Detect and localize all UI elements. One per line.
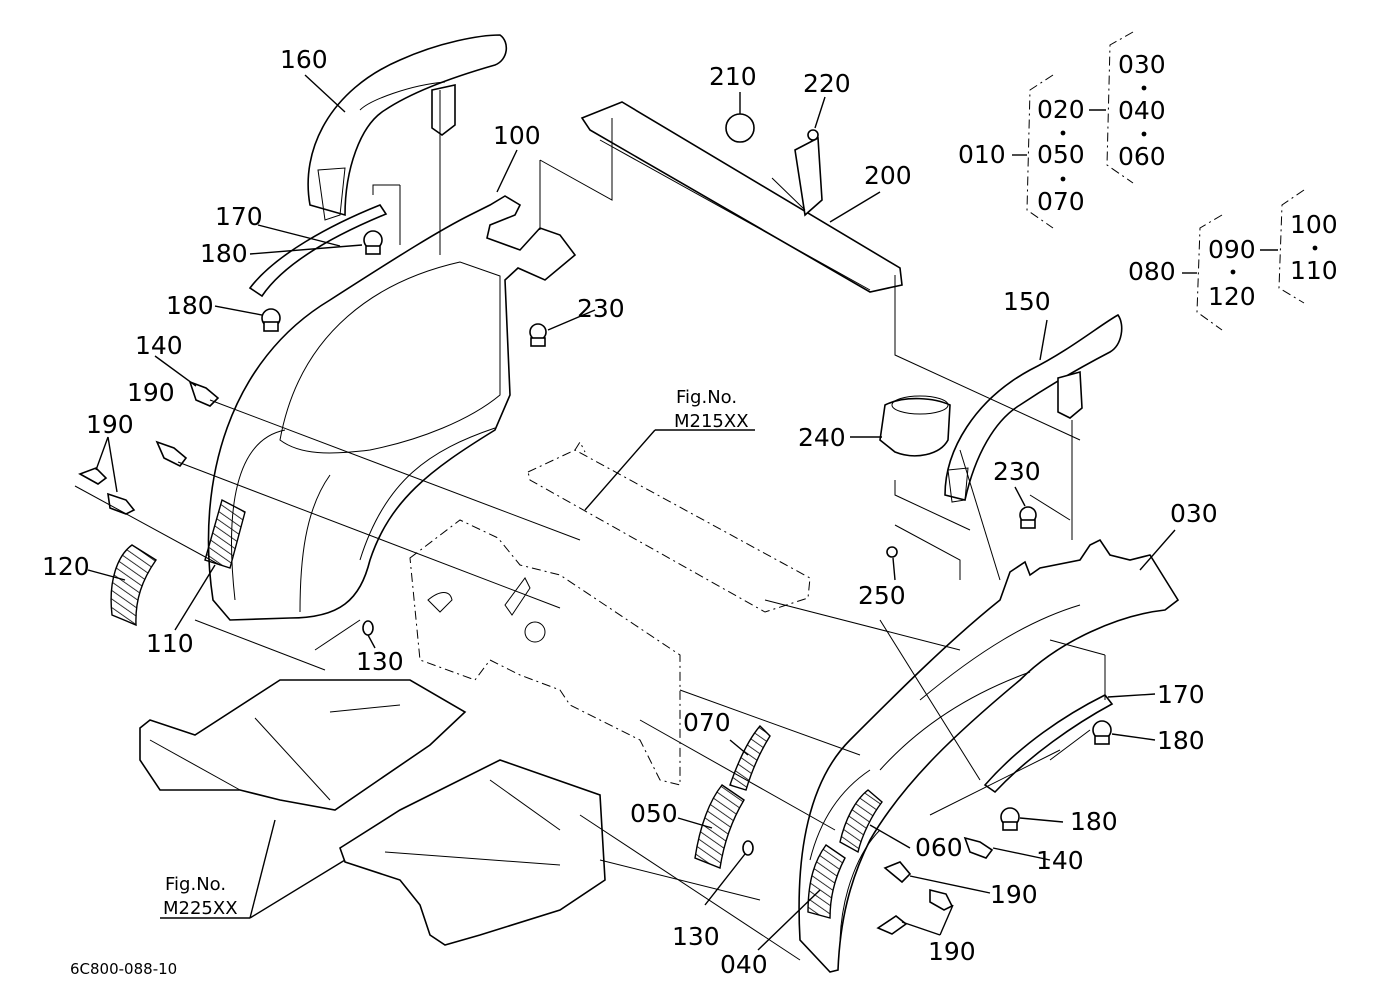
label-180-left-lower: 180 [166,291,214,320]
label-170-left: 170 [215,202,263,231]
callout-labels: 160 100 170 180 180 140 190 190 120 110 … [42,45,1218,979]
label-140-left: 140 [135,331,183,360]
left-grip-160 [307,34,508,221]
tree1-middle-0: 020 [1037,95,1085,124]
tree1-middle-2: 070 [1037,187,1085,216]
tree2-middle-0: 090 [1208,235,1256,264]
assembly-tree-1: 010 020 050 070 030 040 060 [958,31,1166,229]
assembly-tree-2: 080 090 120 100 110 [1128,189,1338,331]
label-230-right: 230 [993,457,1041,486]
label-150: 150 [1003,287,1051,316]
label-210: 210 [709,62,757,91]
right-grip-150 [944,313,1123,503]
label-190-left-lower: 190 [86,410,134,439]
right-fasteners [742,506,1112,935]
label-100: 100 [493,121,541,150]
tree1-right-1: 040 [1118,96,1166,125]
center-bracket-m215 [527,440,811,613]
fig-ref-m215-line1: Fig.No. [676,387,737,408]
decal-050 [694,784,745,869]
right-decal-060 [839,789,883,854]
label-180-right-upper: 180 [1157,726,1205,755]
tree1-right-2: 060 [1118,142,1166,171]
label-030: 030 [1170,499,1218,528]
label-250: 250 [858,581,906,610]
leader-lines [87,74,1176,951]
floor-mat-upper [139,679,467,811]
label-040: 040 [720,950,768,979]
tree2-right-0: 100 [1290,210,1338,239]
right-fender [798,538,1180,973]
top-bar-200 [580,101,903,293]
cup-holder-240 [879,395,951,457]
fig-ref-m225-line2: M225XX [163,898,238,919]
label-200: 200 [864,161,912,190]
label-140-right: 140 [1036,846,1084,875]
label-180-right-lower: 180 [1070,807,1118,836]
fig-ref-m215: Fig.No. M215XX [674,387,749,432]
label-070: 070 [683,708,731,737]
tree2-middle-1: 120 [1208,282,1256,311]
label-130-left: 130 [356,647,404,676]
label-230-top: 230 [577,294,625,323]
label-120: 120 [42,552,90,581]
tree1-middle-1: 050 [1037,140,1085,169]
left-decal-120 [110,544,157,627]
left-decal-hatched-small [204,498,246,569]
label-190-right-upper: 190 [990,880,1038,909]
right-decal-040 [807,844,846,919]
label-190-right-lower: 190 [928,937,976,966]
drawing-code: 6C800-088-10 [70,960,177,978]
label-110: 110 [146,629,194,658]
fig-ref-m215-line2: M215XX [674,411,749,432]
label-220: 220 [803,69,851,98]
label-180-left-upper: 180 [200,239,248,268]
fig-ref-m225: Fig.No. M225XX [163,874,238,919]
label-160: 160 [280,45,328,74]
alignment-lines [74,90,1106,961]
left-strap-170 [248,204,388,298]
label-050: 050 [630,799,678,828]
label-130-right: 130 [672,922,720,951]
center-plate [409,519,681,786]
label-170-right: 170 [1157,680,1205,709]
tree1-right-0: 030 [1118,50,1166,79]
left-fender [207,195,577,621]
right-strap-170 [983,693,1114,794]
fig-ref-m225-line1: Fig.No. [165,874,226,895]
label-060: 060 [915,833,963,862]
floor-mat-lower [339,759,606,946]
tree2-root: 080 [1128,257,1176,286]
tree1-root: 010 [958,140,1006,169]
decal-070 [729,724,771,791]
label-190-left-upper: 190 [127,378,175,407]
tree2-right-1: 110 [1290,256,1338,285]
label-240: 240 [798,423,846,452]
